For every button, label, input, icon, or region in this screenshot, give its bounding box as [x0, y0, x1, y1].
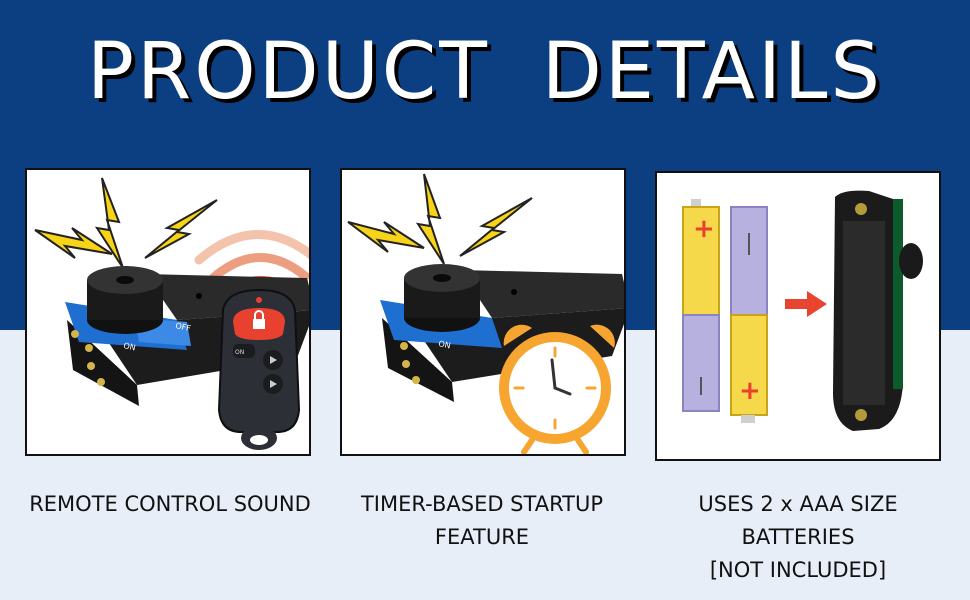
feature-card-timer: ON [340, 168, 626, 456]
lightning-bolt-icon [347, 173, 533, 265]
svg-text:+: + [739, 376, 761, 406]
caption-line: REMOTE CONTROL SOUND [29, 492, 311, 516]
page-title: PRODUCT DETAILS [87, 27, 883, 117]
alarm-clock-icon [499, 324, 615, 454]
buzzer-icon [404, 264, 480, 332]
timer-illustration: ON [347, 173, 624, 454]
battery-icon: + [730, 206, 768, 423]
caption-line: FEATURE [434, 525, 530, 549]
battery-illustration: + + [682, 190, 923, 431]
caption-line: BATTERIES [741, 525, 855, 549]
buzzer-icon [87, 266, 163, 334]
caption-line: [NOT INCLUDED] [709, 558, 887, 582]
feature-caption-remote: REMOTE CONTROL SOUND [10, 488, 330, 521]
feature-card-remote: ON OFF ON [25, 168, 311, 456]
svg-text:+: + [693, 214, 715, 244]
caption-line: TIMER-BASED STARTUP [360, 492, 603, 516]
battery-icon: + [682, 199, 720, 412]
feature-caption-timer: TIMER-BASED STARTUP FEATURE [322, 488, 642, 554]
svg-text:ON: ON [438, 339, 452, 350]
feature-card-batteries: + + [655, 171, 941, 461]
svg-text:OFF: OFF [175, 321, 192, 333]
feature-caption-batteries: USES 2 x AAA SIZE BATTERIES [NOT INCLUDE… [638, 488, 958, 587]
battery-holder-icon [833, 190, 923, 431]
svg-text:ON: ON [123, 341, 137, 352]
lightning-bolt-icon [34, 177, 218, 269]
caption-line: USES 2 x AAA SIZE [698, 492, 898, 516]
arrow-right-icon [785, 291, 827, 317]
remote-illustration: ON OFF ON [34, 177, 309, 450]
svg-text:ON: ON [235, 349, 244, 356]
remote-icon: ON [217, 288, 301, 450]
